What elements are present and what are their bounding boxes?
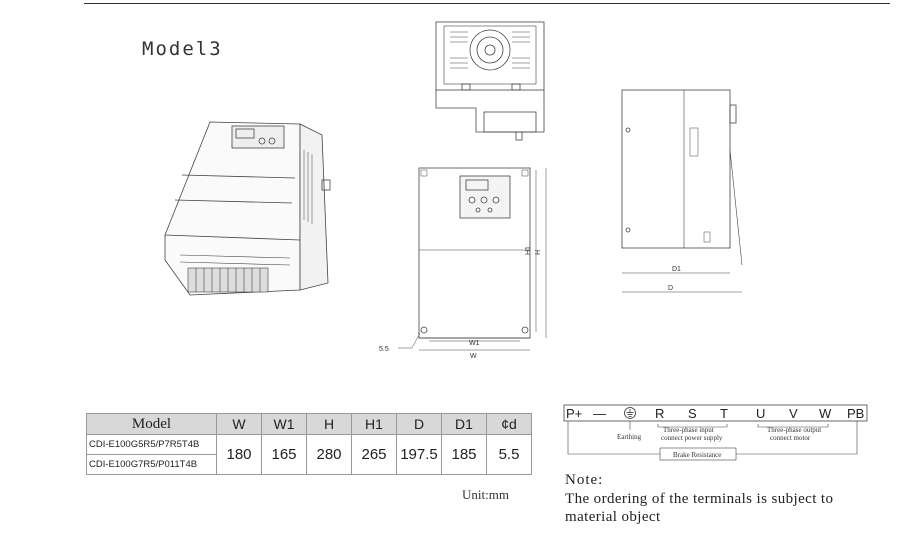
table-row: CDI-E100G5R5/P7R5T4B 180 165 280 265 197… (86, 434, 532, 475)
col-header-model: Model (86, 413, 217, 435)
input-label-line1: Three-phase input (663, 426, 714, 434)
dim-w: W (470, 353, 477, 360)
unit-label: Unit:mm (462, 487, 509, 502)
terminal-t: T (720, 406, 728, 421)
earth-icon (624, 407, 636, 419)
terminal-diagram: P+ — R S T U V W PB Earthing Three-phase… (563, 404, 868, 461)
terminal-u: U (756, 406, 765, 421)
terminal-v: V (789, 406, 798, 421)
technical-drawings: 5.5 W1 W H1 H D1 D (164, 21, 743, 360)
note-text: The ordering of the terminals is subject… (565, 491, 834, 525)
dim-d: D (668, 285, 673, 292)
spec-table: Model W W1 H H1 D D1 ¢d CDI-E100G5R5/P7R… (86, 413, 532, 475)
brake-resistance-label: Brake Resistance (673, 451, 721, 459)
front-view (398, 167, 547, 351)
terminal-minus: — (593, 406, 606, 421)
value-w: 180 (216, 434, 262, 475)
terminal-p-plus: P+ (566, 406, 582, 421)
terminal-w: W (819, 406, 832, 421)
terminal-pb: PB (847, 406, 864, 421)
value-h1: 265 (351, 434, 397, 475)
col-header-hole-d: ¢d (486, 413, 532, 435)
col-header-d: D (396, 413, 442, 435)
dim-5-5: 5.5 (379, 346, 389, 353)
dim-d1: D1 (672, 266, 681, 273)
model-cell: CDI-E100G5R5/P7R5T4B (86, 434, 217, 455)
terminal-s: S (688, 406, 697, 421)
dim-w1: W1 (469, 340, 480, 347)
col-header-w1: W1 (261, 413, 307, 435)
value-hole-d: 5.5 (486, 434, 532, 475)
col-header-h1: H1 (351, 413, 397, 435)
table-header-row: Model W W1 H H1 D D1 ¢d (86, 413, 532, 435)
dim-h1: H1 (525, 246, 532, 255)
value-d: 197.5 (396, 434, 442, 475)
output-label-line1: Three-phase output (767, 426, 821, 434)
col-header-h: H (306, 413, 352, 435)
isometric-view (164, 121, 331, 296)
input-label-line2: connect power supply (661, 434, 723, 442)
dim-h: H (535, 250, 542, 255)
model-cell: CDI-E100G7R5/P011T4B (86, 454, 217, 475)
col-header-w: W (216, 413, 262, 435)
value-w1: 165 (261, 434, 307, 475)
value-d1: 185 (441, 434, 487, 475)
col-header-d1: D1 (441, 413, 487, 435)
output-label-line2: connect motor (770, 434, 811, 442)
value-h: 280 (306, 434, 352, 475)
table-row: CDI-E100G7R5/P011T4B (86, 454, 532, 475)
side-view (621, 89, 743, 293)
terminal-r: R (655, 406, 664, 421)
top-rule (84, 3, 890, 4)
earthing-label: Earthing (617, 433, 642, 441)
note-title: Note: (565, 472, 604, 488)
top-view (435, 21, 545, 141)
page-title: Model3 (142, 38, 223, 60)
